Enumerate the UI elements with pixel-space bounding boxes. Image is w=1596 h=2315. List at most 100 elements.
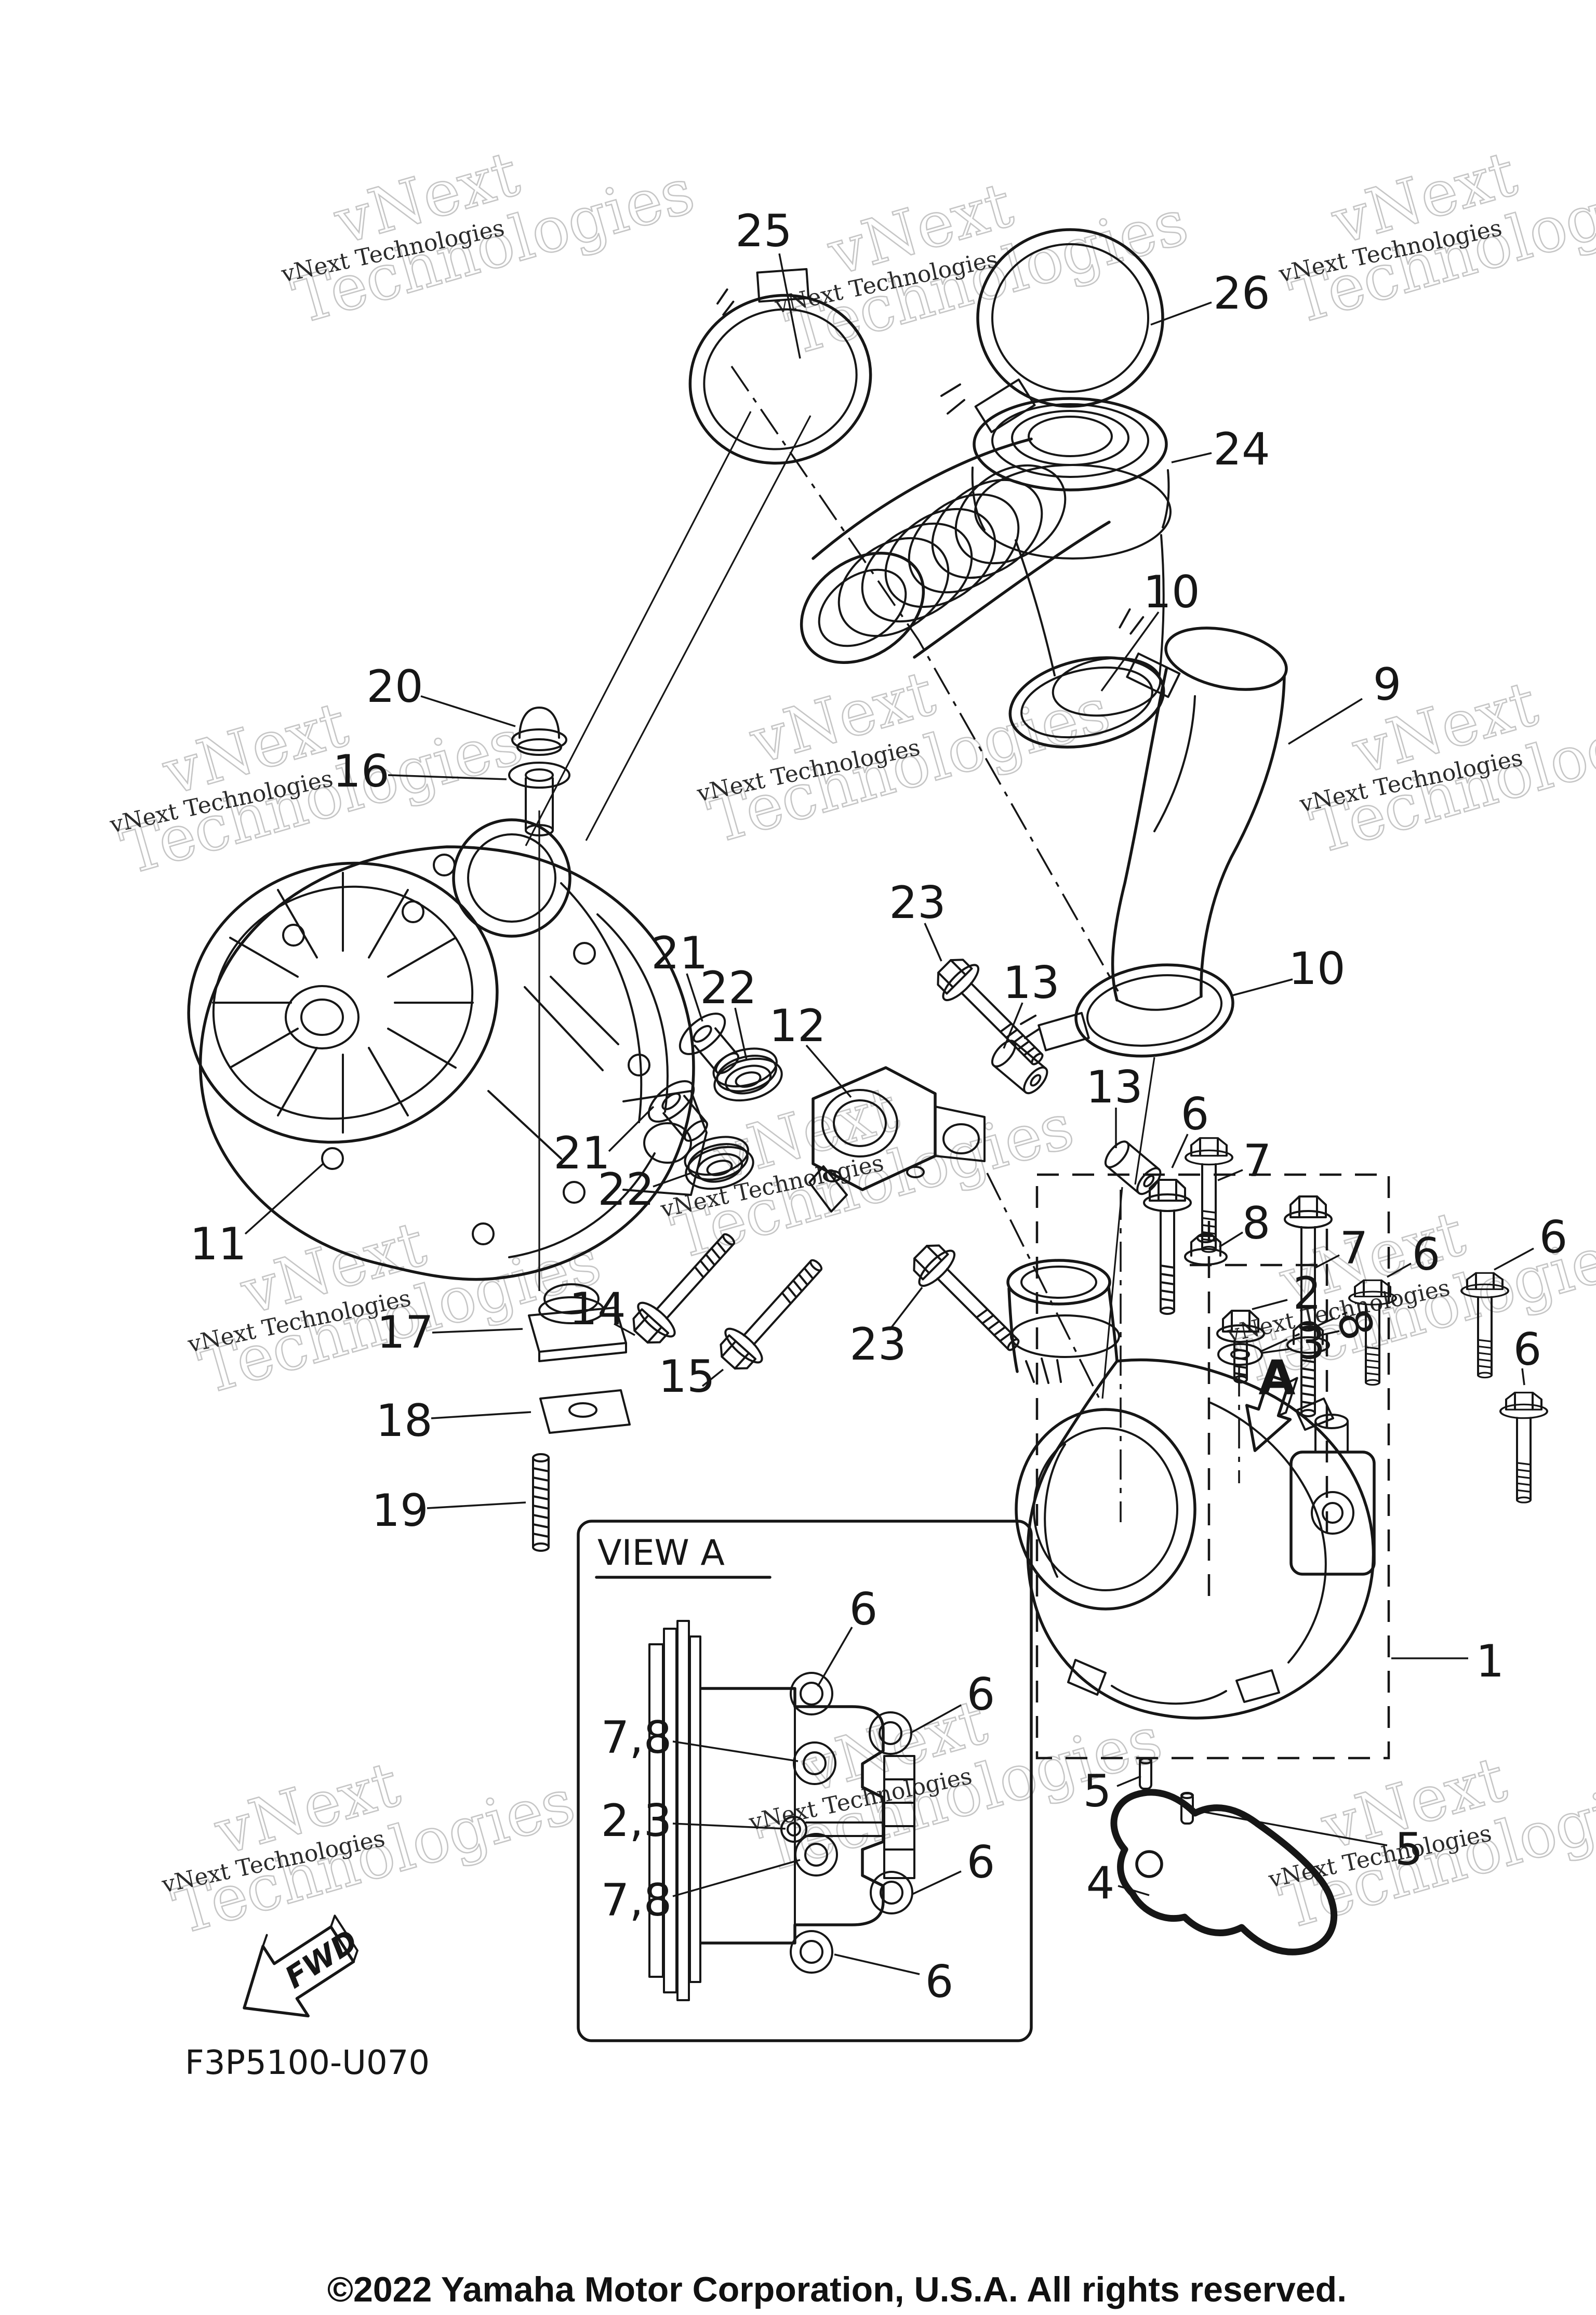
bolt-15 [711, 1247, 836, 1378]
callout-label-6: 6 [967, 1669, 995, 1721]
callout-label-23: 23 [849, 1319, 906, 1371]
callout-label-2,3: 2,3 [601, 1795, 672, 1847]
gasket-4 [1110, 1789, 1338, 1955]
bushing-13a [987, 1036, 1053, 1098]
leader-line-6 [912, 1870, 962, 1895]
leader-line-23 [888, 1286, 923, 1331]
view-a-inset: VIEW A [577, 1520, 1033, 2042]
callout-label-23: 23 [889, 877, 946, 929]
collar-16 [508, 762, 570, 836]
leader-line-2,3 [672, 1822, 786, 1830]
callout-label-18: 18 [376, 1395, 432, 1447]
view-direction-arrow [1245, 1374, 1298, 1452]
leader-line-12 [805, 1044, 852, 1098]
callout-label-20: 20 [366, 661, 423, 713]
callout-label-7,8: 7,8 [601, 1874, 672, 1926]
mount-side-view [648, 1620, 915, 2001]
callout-label-4: 4 [1086, 1857, 1115, 1909]
callout-label-A: A [1258, 1350, 1295, 1406]
mount-bracket-12 [808, 1066, 986, 1213]
rubber-cap-20 [511, 707, 567, 756]
leader-line-6 [1521, 1368, 1525, 1386]
leader-line-22 [734, 1007, 748, 1060]
leader-line-6 [1494, 1247, 1534, 1271]
leader-line-11 [244, 1163, 324, 1235]
engine-case [187, 818, 708, 1281]
leader-line-20 [420, 695, 516, 727]
leader-line-6 [1171, 1134, 1189, 1168]
callout-label-7,8: 7,8 [601, 1712, 672, 1764]
leader-line-10 [1100, 611, 1160, 692]
leader-line-6 [817, 1627, 853, 1687]
bolt-6a [1144, 1180, 1191, 1314]
leader-line-21 [686, 973, 703, 1022]
nut-8a [1184, 1233, 1228, 1266]
leader-line-6 [910, 1704, 962, 1734]
finned-cover [187, 861, 499, 1144]
leader-line-16 [388, 774, 507, 780]
leader-line-15 [701, 1368, 724, 1387]
leader-line-8 [1320, 1330, 1340, 1336]
callout-label-13: 13 [1003, 957, 1059, 1009]
callout-label-6: 6 [849, 1584, 878, 1635]
callout-label-6: 6 [967, 1837, 995, 1888]
leader-line-4 [1118, 1885, 1150, 1896]
throttle-body-port [452, 818, 571, 938]
leader-line-19 [427, 1501, 526, 1509]
callout-label-9: 9 [1373, 659, 1402, 711]
callout-label-6: 6 [925, 1956, 954, 2008]
leader-line-6 [1387, 1262, 1412, 1278]
callout-label-16: 16 [332, 746, 389, 797]
callout-label-7: 7 [1243, 1135, 1272, 1187]
collar-21a [672, 1005, 753, 1087]
callout-label-24: 24 [1213, 423, 1270, 475]
callout-label-14: 14 [569, 1283, 626, 1335]
callout-label-19: 19 [371, 1485, 428, 1537]
callout-label-2: 2 [1293, 1268, 1322, 1320]
leader-line-17 [432, 1328, 523, 1334]
figure-code: F3P5100-U070 [185, 2044, 430, 2082]
view-a-title: VIEW A [597, 1533, 725, 1574]
leader-line-7 [1315, 1254, 1340, 1269]
bushing-13b [1100, 1137, 1166, 1199]
leader-line-26 [1150, 301, 1212, 326]
leader-line-18 [431, 1411, 531, 1419]
copyright-text: ©2022 Yamaha Motor Corporation, U.S.A. A… [327, 2270, 1347, 2309]
leader-line-7 [1217, 1169, 1243, 1181]
callout-label-6: 6 [1513, 1324, 1542, 1376]
outlet-pipe-9 [1111, 627, 1288, 1011]
hose-clamp-26 [940, 228, 1164, 433]
leader-line-25 [778, 253, 801, 359]
callout-label-22: 22 [700, 962, 756, 1014]
callout-label-3: 3 [1297, 1318, 1326, 1369]
damper-plate-18 [539, 1389, 631, 1434]
hose-joint-24 [971, 397, 1172, 560]
callout-label-11: 11 [190, 1218, 246, 1270]
leader-line-22 [653, 1172, 691, 1188]
leader-line-24 [1171, 452, 1212, 463]
engine-mount-17 [528, 1283, 627, 1362]
leader-line-5 [1199, 1810, 1388, 1846]
stud-bolt-19 [532, 1453, 550, 1552]
callout-label-26: 26 [1213, 268, 1270, 320]
callout-label-6: 6 [1412, 1229, 1441, 1281]
leader-line-23 [924, 923, 942, 962]
leader-line-7,8 [672, 1859, 801, 1897]
leader-line-13 [1003, 1002, 1023, 1049]
callout-label-5: 5 [1395, 1824, 1424, 1875]
callout-label-8: 8 [1242, 1198, 1271, 1249]
leader-line-7,8 [672, 1740, 799, 1762]
callout-label-21: 21 [651, 927, 708, 979]
callout-label-21: 21 [553, 1127, 610, 1179]
leader-line-5 [1116, 1775, 1141, 1787]
leader-line-21 [608, 1106, 655, 1152]
callout-layer: 2526241091020161117181921221223131321221… [190, 205, 1567, 2008]
callout-label-22: 22 [597, 1164, 654, 1216]
logo-engraving [1025, 1358, 1062, 1384]
